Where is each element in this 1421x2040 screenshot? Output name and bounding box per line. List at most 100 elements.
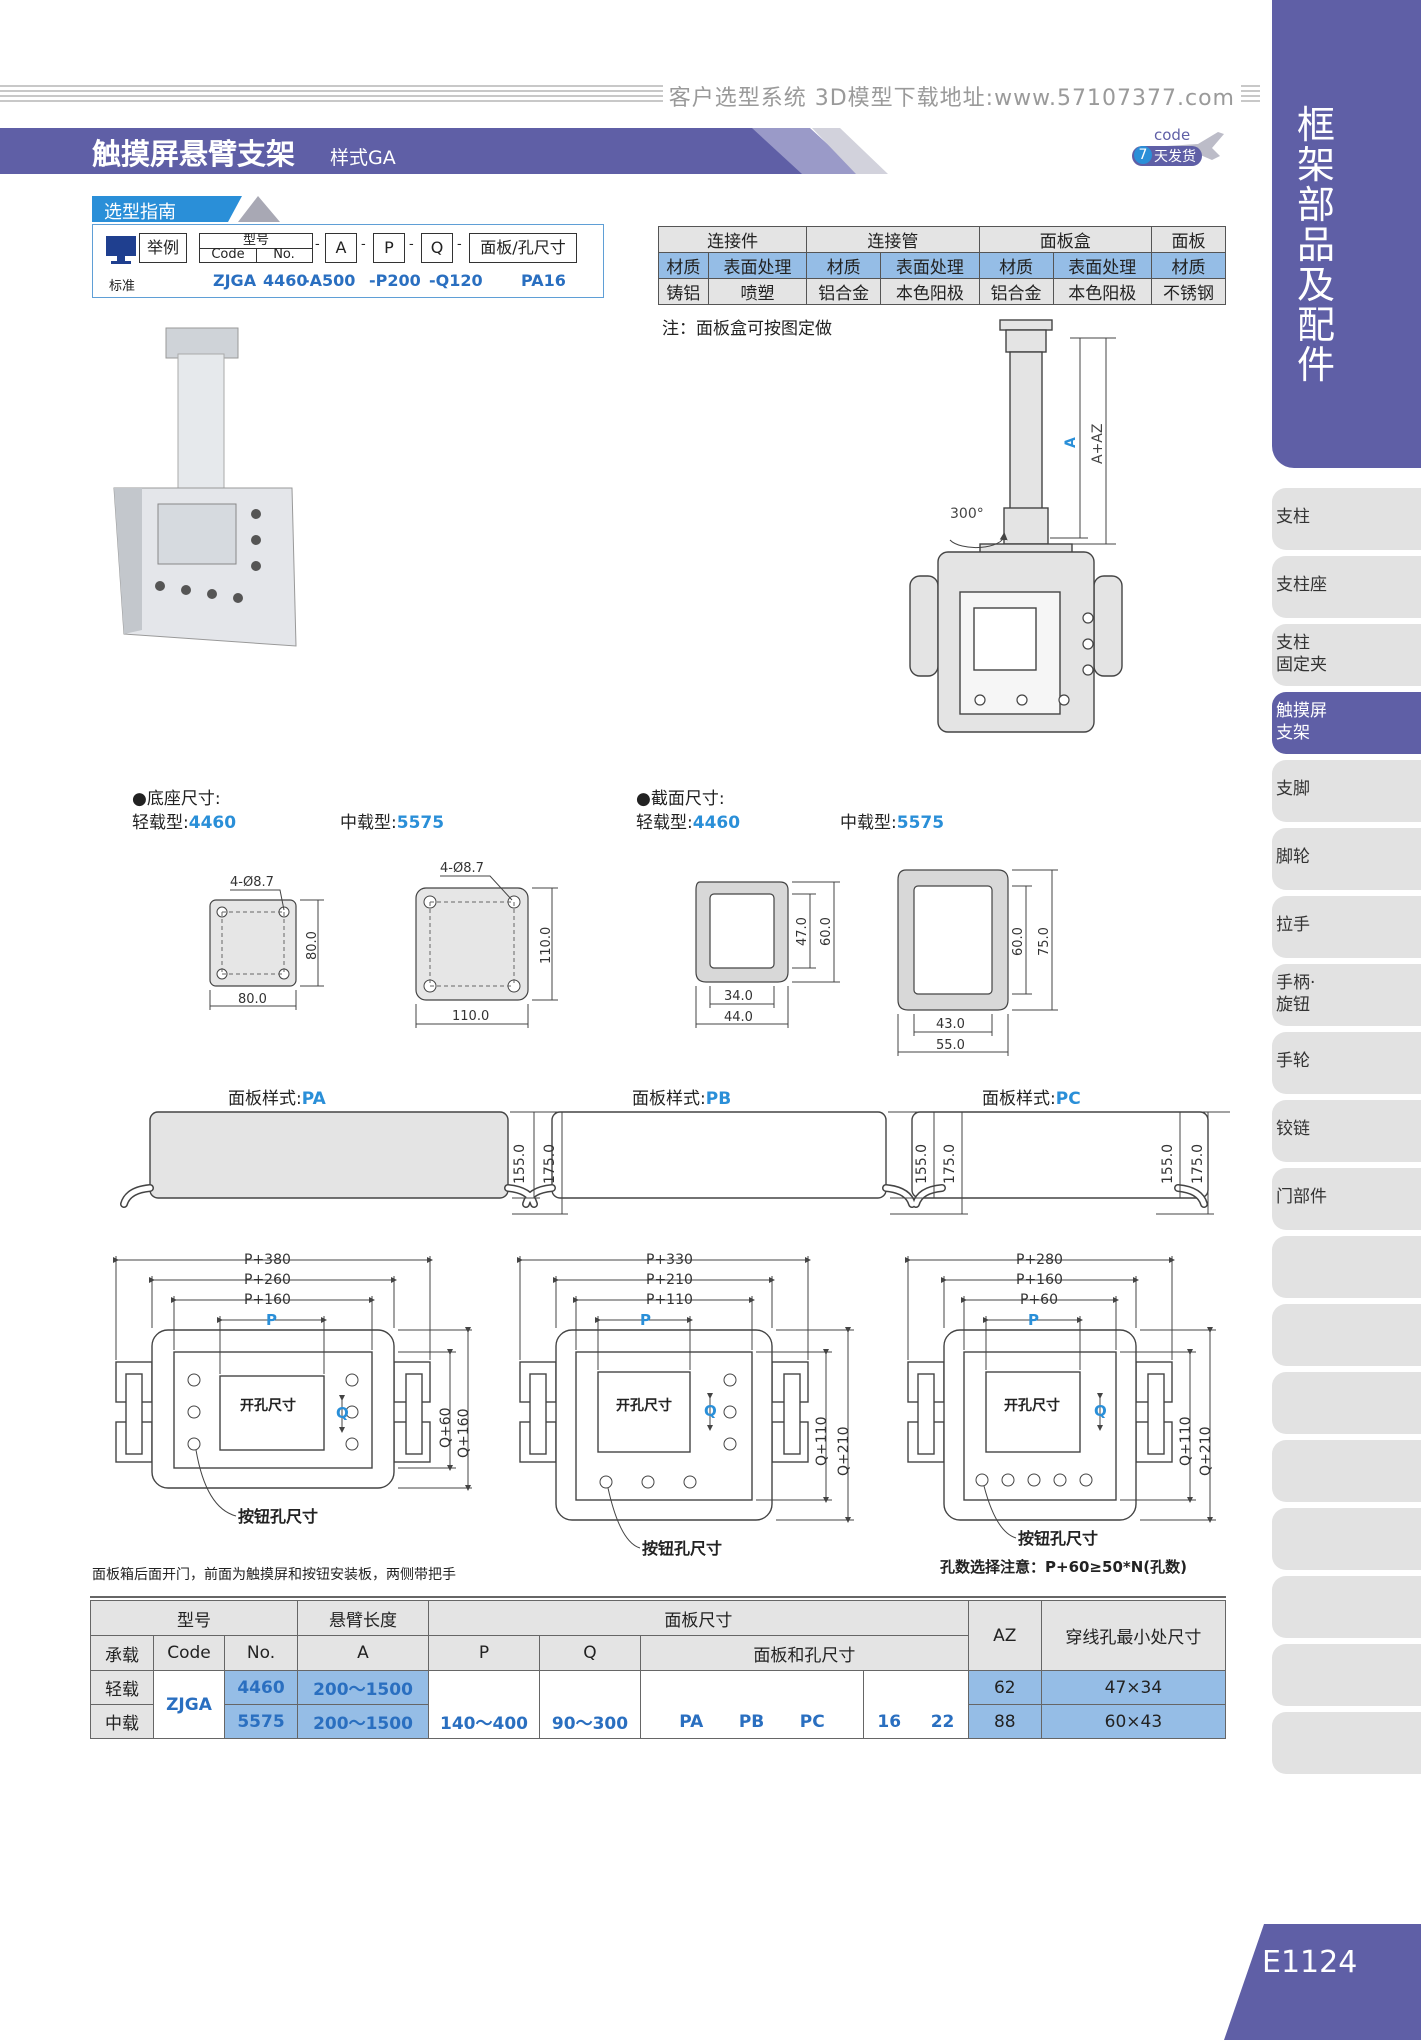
pb-cutout-label: 开孔尺寸 [616,1397,672,1414]
pc-dim-q: Q [1094,1402,1107,1420]
th-p: P [428,1635,540,1671]
medium-no: 5575 [896,813,945,833]
mat-value: 不锈钢 [1150,278,1227,305]
pa-dim-mid: P+260 [244,1272,291,1288]
model-box: 型号 Code No. [199,233,313,263]
side-tab-blank [1272,1576,1421,1638]
row-a: 200～1500 [297,1670,429,1705]
dash: - [409,237,414,252]
example-panel: PA16 [521,271,566,290]
row-code: ZJGA [153,1670,225,1739]
mat-value: 本色阳极 [1052,278,1152,305]
mat-header: 材质 [978,252,1054,279]
side-tab[interactable]: 门部件 [1272,1168,1421,1230]
pb-dim-inner: P+110 [646,1292,693,1308]
title-band [0,128,888,174]
side-tab[interactable]: 触摸屏 支架 [1272,692,1421,754]
side-tab-label: 拉手 [1276,915,1310,935]
guide-label: 选型指南 [104,202,176,223]
base-light-width: 80.0 [238,992,267,1007]
section-light-outer-w: 44.0 [724,1010,753,1025]
side-tab-label: 触摸屏 支架 [1276,701,1327,743]
pa-dim-v1: Q+60 [438,1407,454,1448]
side-tab[interactable]: 拉手 [1272,896,1421,958]
pc-dim-v1: Q+110 [1178,1417,1194,1466]
standard-label: 标准 [109,279,136,294]
pa-dim-p: P [266,1311,277,1329]
section-light-outer-h: 60.0 [819,917,834,946]
section-light-label: 轻载型:4460 [636,808,740,833]
section-medium-inner-h: 60.0 [1011,927,1026,956]
side-tab[interactable]: 支脚 [1272,760,1421,822]
badge-label: 天发货 [1154,149,1196,165]
side-tab[interactable]: 脚轮 [1272,828,1421,890]
pc-h175: 175.0 [1190,1144,1206,1184]
row-hole: 47×34 [1040,1670,1227,1705]
medium-label: 中载型: [840,813,897,833]
side-tab-label: 手柄· 旋钮 [1276,973,1316,1015]
table-top-rule [90,1596,1226,1598]
row-p-range: 140～400 [428,1670,540,1739]
style-pa-label: 面板样式:PA [228,1084,326,1109]
mat-value: 铝合金 [978,278,1054,305]
page-number-bg [1224,1924,1421,2040]
pa-dim-v2: Q+160 [456,1409,472,1458]
group-connector: 连接件 [657,226,808,253]
side-tab[interactable]: 手柄· 旋钮 [1272,964,1421,1026]
hole-size-22: 22 [930,1712,955,1732]
base-light-label: 轻载型:4460 [132,808,236,833]
pb-dim-p: P [640,1311,651,1329]
side-tab[interactable]: 铰链 [1272,1100,1421,1162]
pc-button-hole-label: 按钮孔尺寸 [1018,1529,1098,1548]
pb-dim-outer: P+330 [646,1252,693,1268]
row-hole: 60×43 [1040,1704,1227,1739]
assembly-drawing: A A+AZ 300° [909,319,1123,733]
base-medium-height: 110.0 [539,927,554,964]
example-q: -Q120 [429,271,483,290]
side-tab[interactable]: 支柱座 [1272,556,1421,618]
pc-cutout-label: 开孔尺寸 [1004,1397,1060,1414]
row-az: 88 [967,1704,1042,1739]
th-arm: 悬臂长度 [297,1600,429,1636]
section-drawings: 34.0 44.0 47.0 60.0 43.0 55.0 60.0 75.0 [695,869,1058,1056]
pc-h155: 155.0 [1160,1144,1176,1184]
example-code: ZJGA [213,271,257,290]
example-label: 举例 [139,233,187,263]
section-medium-inner-w: 43.0 [936,1017,965,1032]
side-tab-blank [1272,1440,1421,1502]
base-light-height: 80.0 [305,931,320,960]
side-tab[interactable]: 手轮 [1272,1032,1421,1094]
pc-dim-outer: P+280 [1016,1252,1063,1268]
panel-note: 面板箱后面开门，前面为触摸屏和按钮安装板，两侧带把手 [92,1567,456,1583]
th-q: Q [539,1635,641,1671]
side-tab-blank [1272,1236,1421,1298]
style-label: 面板样式: [982,1089,1056,1109]
example-a: -A500 [303,271,356,290]
dash: - [361,237,366,252]
th-model: 型号 [90,1600,298,1636]
mat-header: 材质 [1150,252,1227,279]
style-pb: PB [705,1089,732,1109]
pa-cutout-label: 开孔尺寸 [240,1397,296,1414]
badge-days: 7 [1134,146,1152,164]
material-table: 连接件 连接管 面板盒 面板 材质 表面处理 材质 表面处理 材质 表面处理 材… [657,226,1227,305]
side-tab-label: 手轮 [1276,1051,1310,1071]
side-tab[interactable]: 支柱 [1272,488,1421,550]
side-tab[interactable]: 支柱 固定夹 [1272,624,1421,686]
row-no: 5575 [224,1704,298,1739]
style-pc-label: 面板样式:PC [982,1084,1081,1109]
side-tab-label: 支柱 [1276,507,1310,527]
panel-side-views: 155.0 175.0 155.0 175.0 [120,1111,1230,1215]
download-site-text: 客户选型系统 3D模型下载地址:www.57107377.com [662,80,1241,112]
section-dimension-title: ●截面尺寸: [636,789,725,809]
guide-q: Q [421,233,453,263]
side-tab-blank [1272,1372,1421,1434]
section-light-inner-h: 47.0 [795,917,810,946]
mat-value: 喷塑 [707,278,808,305]
medium-label: 中载型: [340,813,397,833]
base-medium-width: 110.0 [452,1009,489,1024]
mat-header: 表面处理 [707,252,808,279]
th-hole: 穿线孔最小处尺寸 [1040,1600,1227,1671]
hole-size-16: 16 [877,1712,902,1732]
side-tab-label: 铰链 [1276,1119,1310,1139]
